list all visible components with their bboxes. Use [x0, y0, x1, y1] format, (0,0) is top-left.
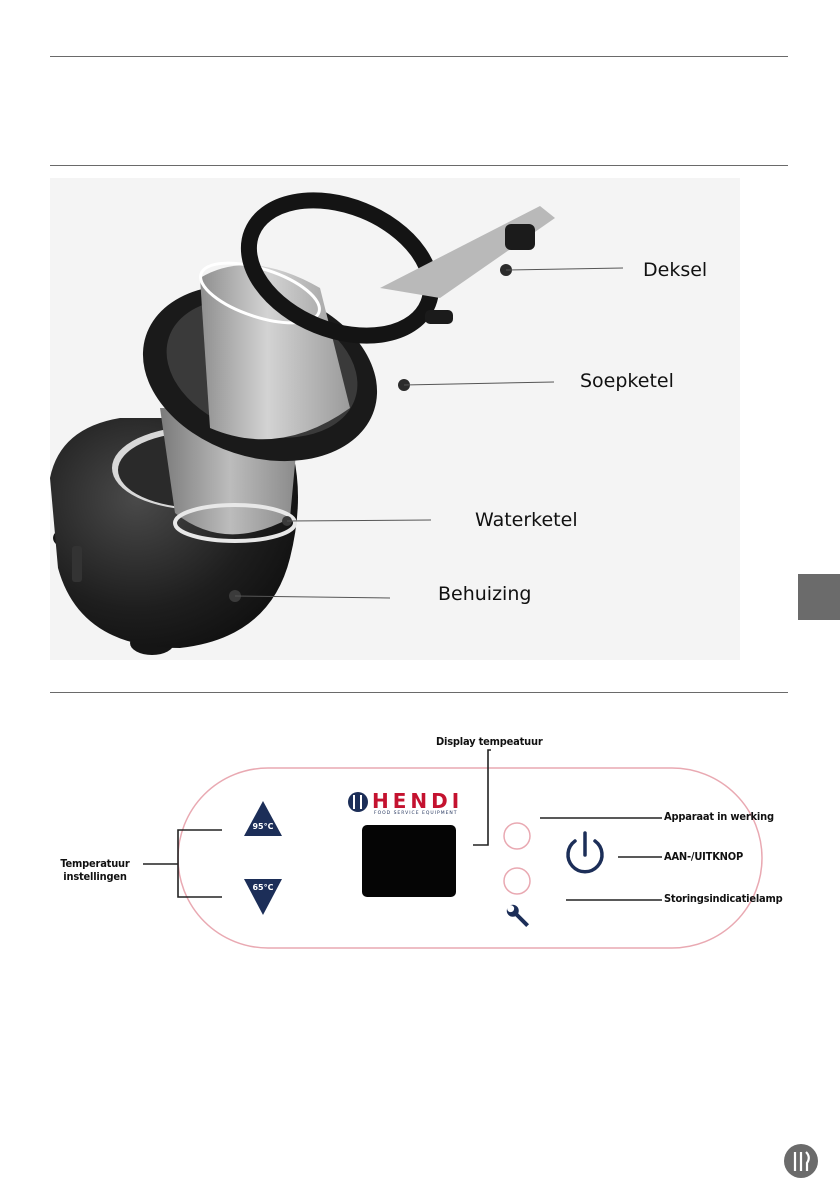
wrench-icon — [504, 902, 532, 930]
label-deksel: Deksel — [643, 259, 707, 281]
label-temperature-settings-line1: Temperatuur — [48, 857, 142, 870]
label-temperature-settings-line2: instellingen — [48, 870, 142, 883]
label-apparaat-in-werking: Apparaat in werking — [664, 810, 774, 823]
label-display-temperature: Display tempeatuur — [436, 735, 543, 748]
label-waterketel: Waterketel — [475, 509, 578, 531]
hendi-brand-subtitle: FOOD SERVICE EQUIPMENT — [374, 811, 458, 816]
temperature-display — [362, 825, 456, 897]
hendi-footer-logo-icon — [783, 1143, 819, 1179]
label-soepketel: Soepketel — [580, 370, 674, 392]
hendi-brand-name: HENDI — [372, 789, 463, 813]
label-aan-uitknop: AAN-/UITKNOP — [664, 850, 743, 863]
control-panel-diagram — [0, 720, 840, 960]
operating-indicator-lamp — [504, 823, 530, 849]
hendi-logo — [348, 792, 368, 812]
power-button[interactable] — [563, 832, 607, 876]
temp-95-button[interactable]: 95°C — [250, 822, 276, 831]
display-leader-line — [473, 750, 491, 845]
label-behuizing: Behuizing — [438, 583, 531, 605]
temp-65-button[interactable]: 65°C — [250, 883, 276, 892]
top-rule — [50, 56, 788, 57]
exploded-soup-kettle-illustration — [50, 178, 740, 660]
label-storingsindicatielamp: Storingsindicatielamp — [664, 892, 783, 905]
section-rule-1 — [50, 165, 788, 166]
label-temperature-settings: Temperatuur instellingen — [48, 857, 142, 883]
section-rule-2 — [50, 692, 788, 693]
fault-indicator-lamp — [504, 868, 530, 894]
language-tab — [798, 574, 840, 620]
